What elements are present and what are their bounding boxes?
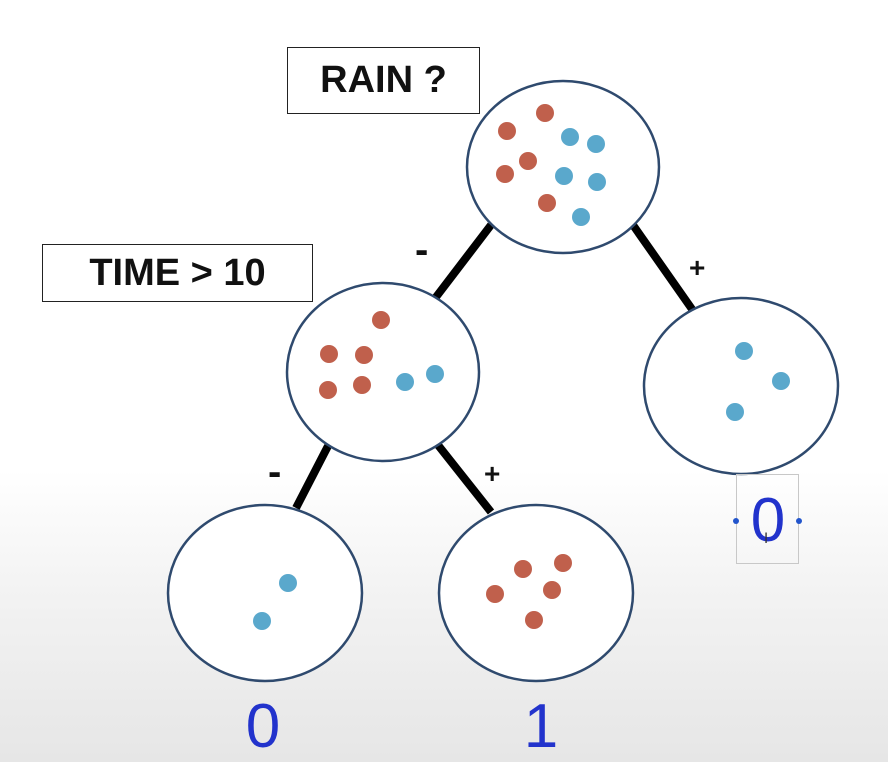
red-dot <box>355 346 373 364</box>
blue-dot <box>426 365 444 383</box>
edge-root-left <box>429 222 495 304</box>
node-root <box>465 79 661 255</box>
blue-dot <box>561 128 579 146</box>
node-right-leaf <box>642 296 840 476</box>
blue-dot <box>253 612 271 630</box>
red-dot <box>353 376 371 394</box>
time-node-samples <box>319 311 444 399</box>
root-samples <box>496 104 606 226</box>
text-cursor-icon: I <box>764 531 769 547</box>
edge-root-right <box>629 222 698 315</box>
blue-dot <box>555 167 573 185</box>
red-dot <box>543 581 561 599</box>
right-leaf-samples <box>726 342 790 421</box>
blue-dot <box>396 373 414 391</box>
question-label-rain: RAIN ? <box>320 59 447 101</box>
red-dot <box>519 152 537 170</box>
node-left-left-leaf <box>166 503 364 683</box>
branch-sign-root-left: - <box>415 228 429 272</box>
leaf-value-left-right: 1 <box>523 692 559 761</box>
branch-sign-root-right: + <box>689 252 706 283</box>
red-dot <box>498 122 516 140</box>
node-time <box>285 281 481 463</box>
blue-dot <box>735 342 753 360</box>
selected-text-box[interactable]: 0 I <box>733 474 802 564</box>
branch-sign-left-left: - <box>268 450 282 494</box>
red-dot <box>319 381 337 399</box>
question-box-time: TIME > 10 <box>42 244 313 302</box>
blue-dot <box>572 208 590 226</box>
blue-dot <box>772 372 790 390</box>
blue-dot <box>279 574 297 592</box>
leaf-value-root-right[interactable]: 0 <box>750 486 786 555</box>
blue-dot <box>726 403 744 421</box>
left-left-leaf-samples <box>253 574 297 630</box>
red-dot <box>320 345 338 363</box>
red-dot <box>554 554 572 572</box>
edge-left-left <box>292 444 332 510</box>
resize-handle-left[interactable] <box>733 518 739 524</box>
left-right-leaf-samples <box>486 554 572 629</box>
red-dot <box>538 194 556 212</box>
blue-dot <box>587 135 605 153</box>
question-label-time: TIME > 10 <box>89 251 266 294</box>
branch-sign-left-right: + <box>484 458 501 489</box>
resize-handle-right[interactable] <box>796 518 802 524</box>
red-dot <box>496 165 514 183</box>
question-box-rain: RAIN ? <box>287 47 480 114</box>
red-dot <box>536 104 554 122</box>
red-dot <box>486 585 504 603</box>
red-dot <box>372 311 390 329</box>
red-dot <box>514 560 532 578</box>
blue-dot <box>588 173 606 191</box>
red-dot <box>525 611 543 629</box>
leaf-value-left-left: 0 <box>245 692 281 761</box>
node-left-right-leaf <box>437 503 635 683</box>
edge-left-right <box>430 437 495 515</box>
